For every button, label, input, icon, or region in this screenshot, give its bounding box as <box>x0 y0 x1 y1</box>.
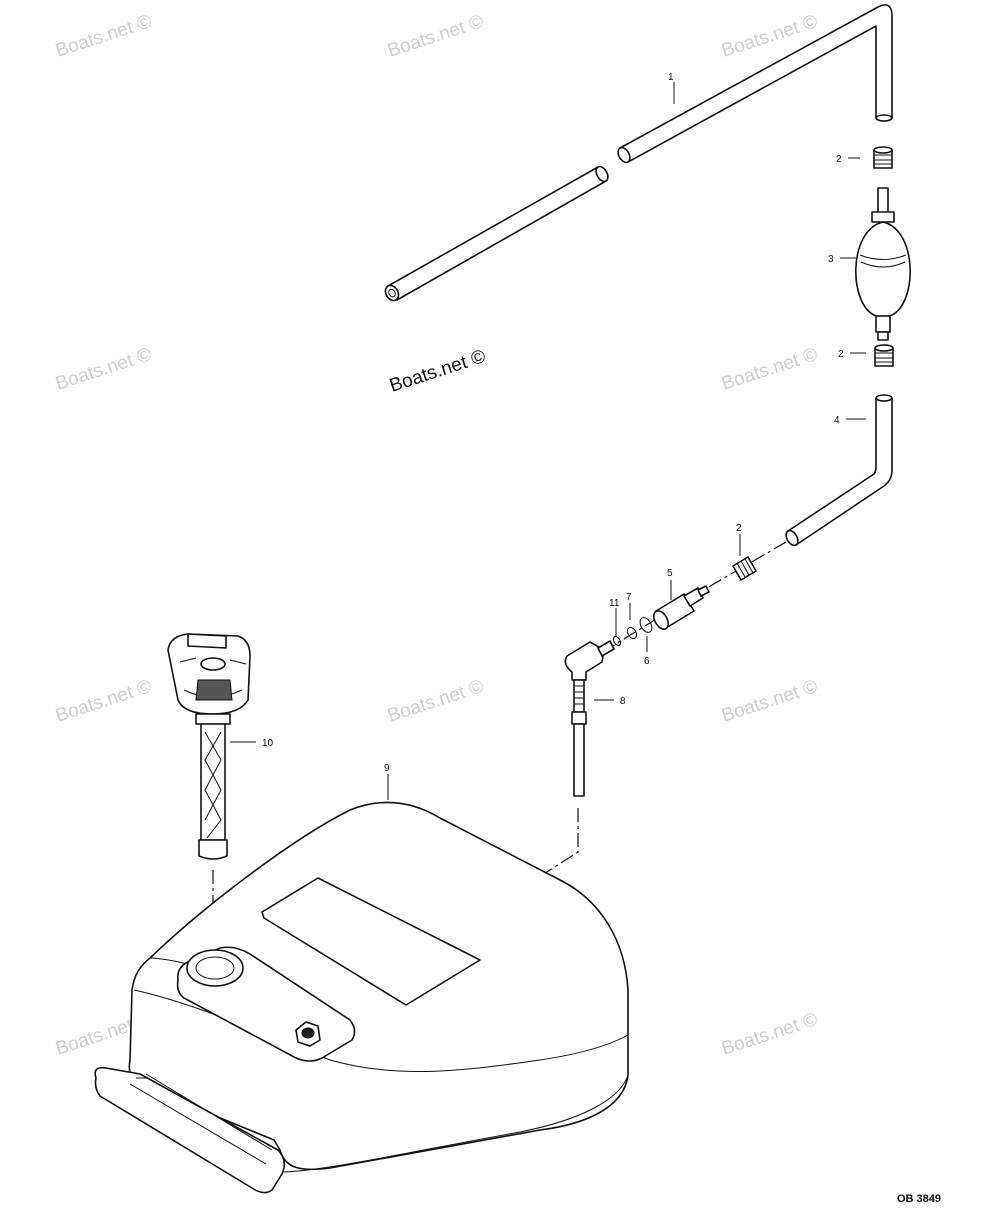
callout-9: 9 <box>384 763 390 774</box>
watermark-text: Boats.net © <box>719 676 820 727</box>
tank-label-recess <box>261 877 481 1006</box>
callout-2-middle: 2 <box>838 349 844 360</box>
callout-7: 7 <box>626 592 632 603</box>
callout-numbers: 1 2 3 2 4 2 5 7 11 6 8 9 10 <box>262 72 844 774</box>
tank-handle <box>94 1066 286 1194</box>
fitting-part-2-lower <box>732 556 757 581</box>
watermark-text: Boats.net © <box>53 676 154 727</box>
callout-10: 10 <box>262 738 274 749</box>
assembly-centerline <box>589 541 787 661</box>
gauge-window <box>195 679 233 701</box>
primer-bulb-part-3 <box>855 187 911 341</box>
callout-5: 5 <box>667 568 673 579</box>
seal-part-11 <box>612 635 622 647</box>
watermark-text: Boats.net © <box>53 344 154 395</box>
drawing-number: OB 3849 <box>897 1193 941 1205</box>
pickup-tube-part-8 <box>564 640 615 797</box>
callout-2-lower: 2 <box>736 523 742 534</box>
fitting-part-2-middle <box>874 344 894 367</box>
bent-hose-part-4 <box>785 394 893 547</box>
fuel-tank-part-9 <box>94 801 629 1194</box>
callout-11: 11 <box>609 598 620 609</box>
watermark-text: Boats.net © <box>53 11 154 62</box>
watermark-text: Boats.net © <box>385 11 486 62</box>
fitting-part-2-top <box>873 146 893 169</box>
connector-part-5 <box>652 585 710 630</box>
o-ring-part-6 <box>626 626 638 640</box>
callout-2-top: 2 <box>836 154 842 165</box>
watermark-main: Boats.net © <box>387 346 488 397</box>
leader-lines <box>230 82 866 800</box>
callout-8: 8 <box>620 696 626 707</box>
callout-1: 1 <box>668 72 674 83</box>
callout-6: 6 <box>644 656 650 667</box>
watermark-text: Boats.net © <box>719 344 820 395</box>
fuel-gauge-part-10 <box>167 633 251 860</box>
callout-3: 3 <box>828 254 834 265</box>
callout-4: 4 <box>834 415 840 426</box>
watermark-text: Boats.net © <box>719 1009 820 1060</box>
o-ring-part-7 <box>639 617 653 633</box>
watermark-text: Boats.net © <box>385 676 486 727</box>
fuel-hose-part-1 <box>384 4 893 302</box>
